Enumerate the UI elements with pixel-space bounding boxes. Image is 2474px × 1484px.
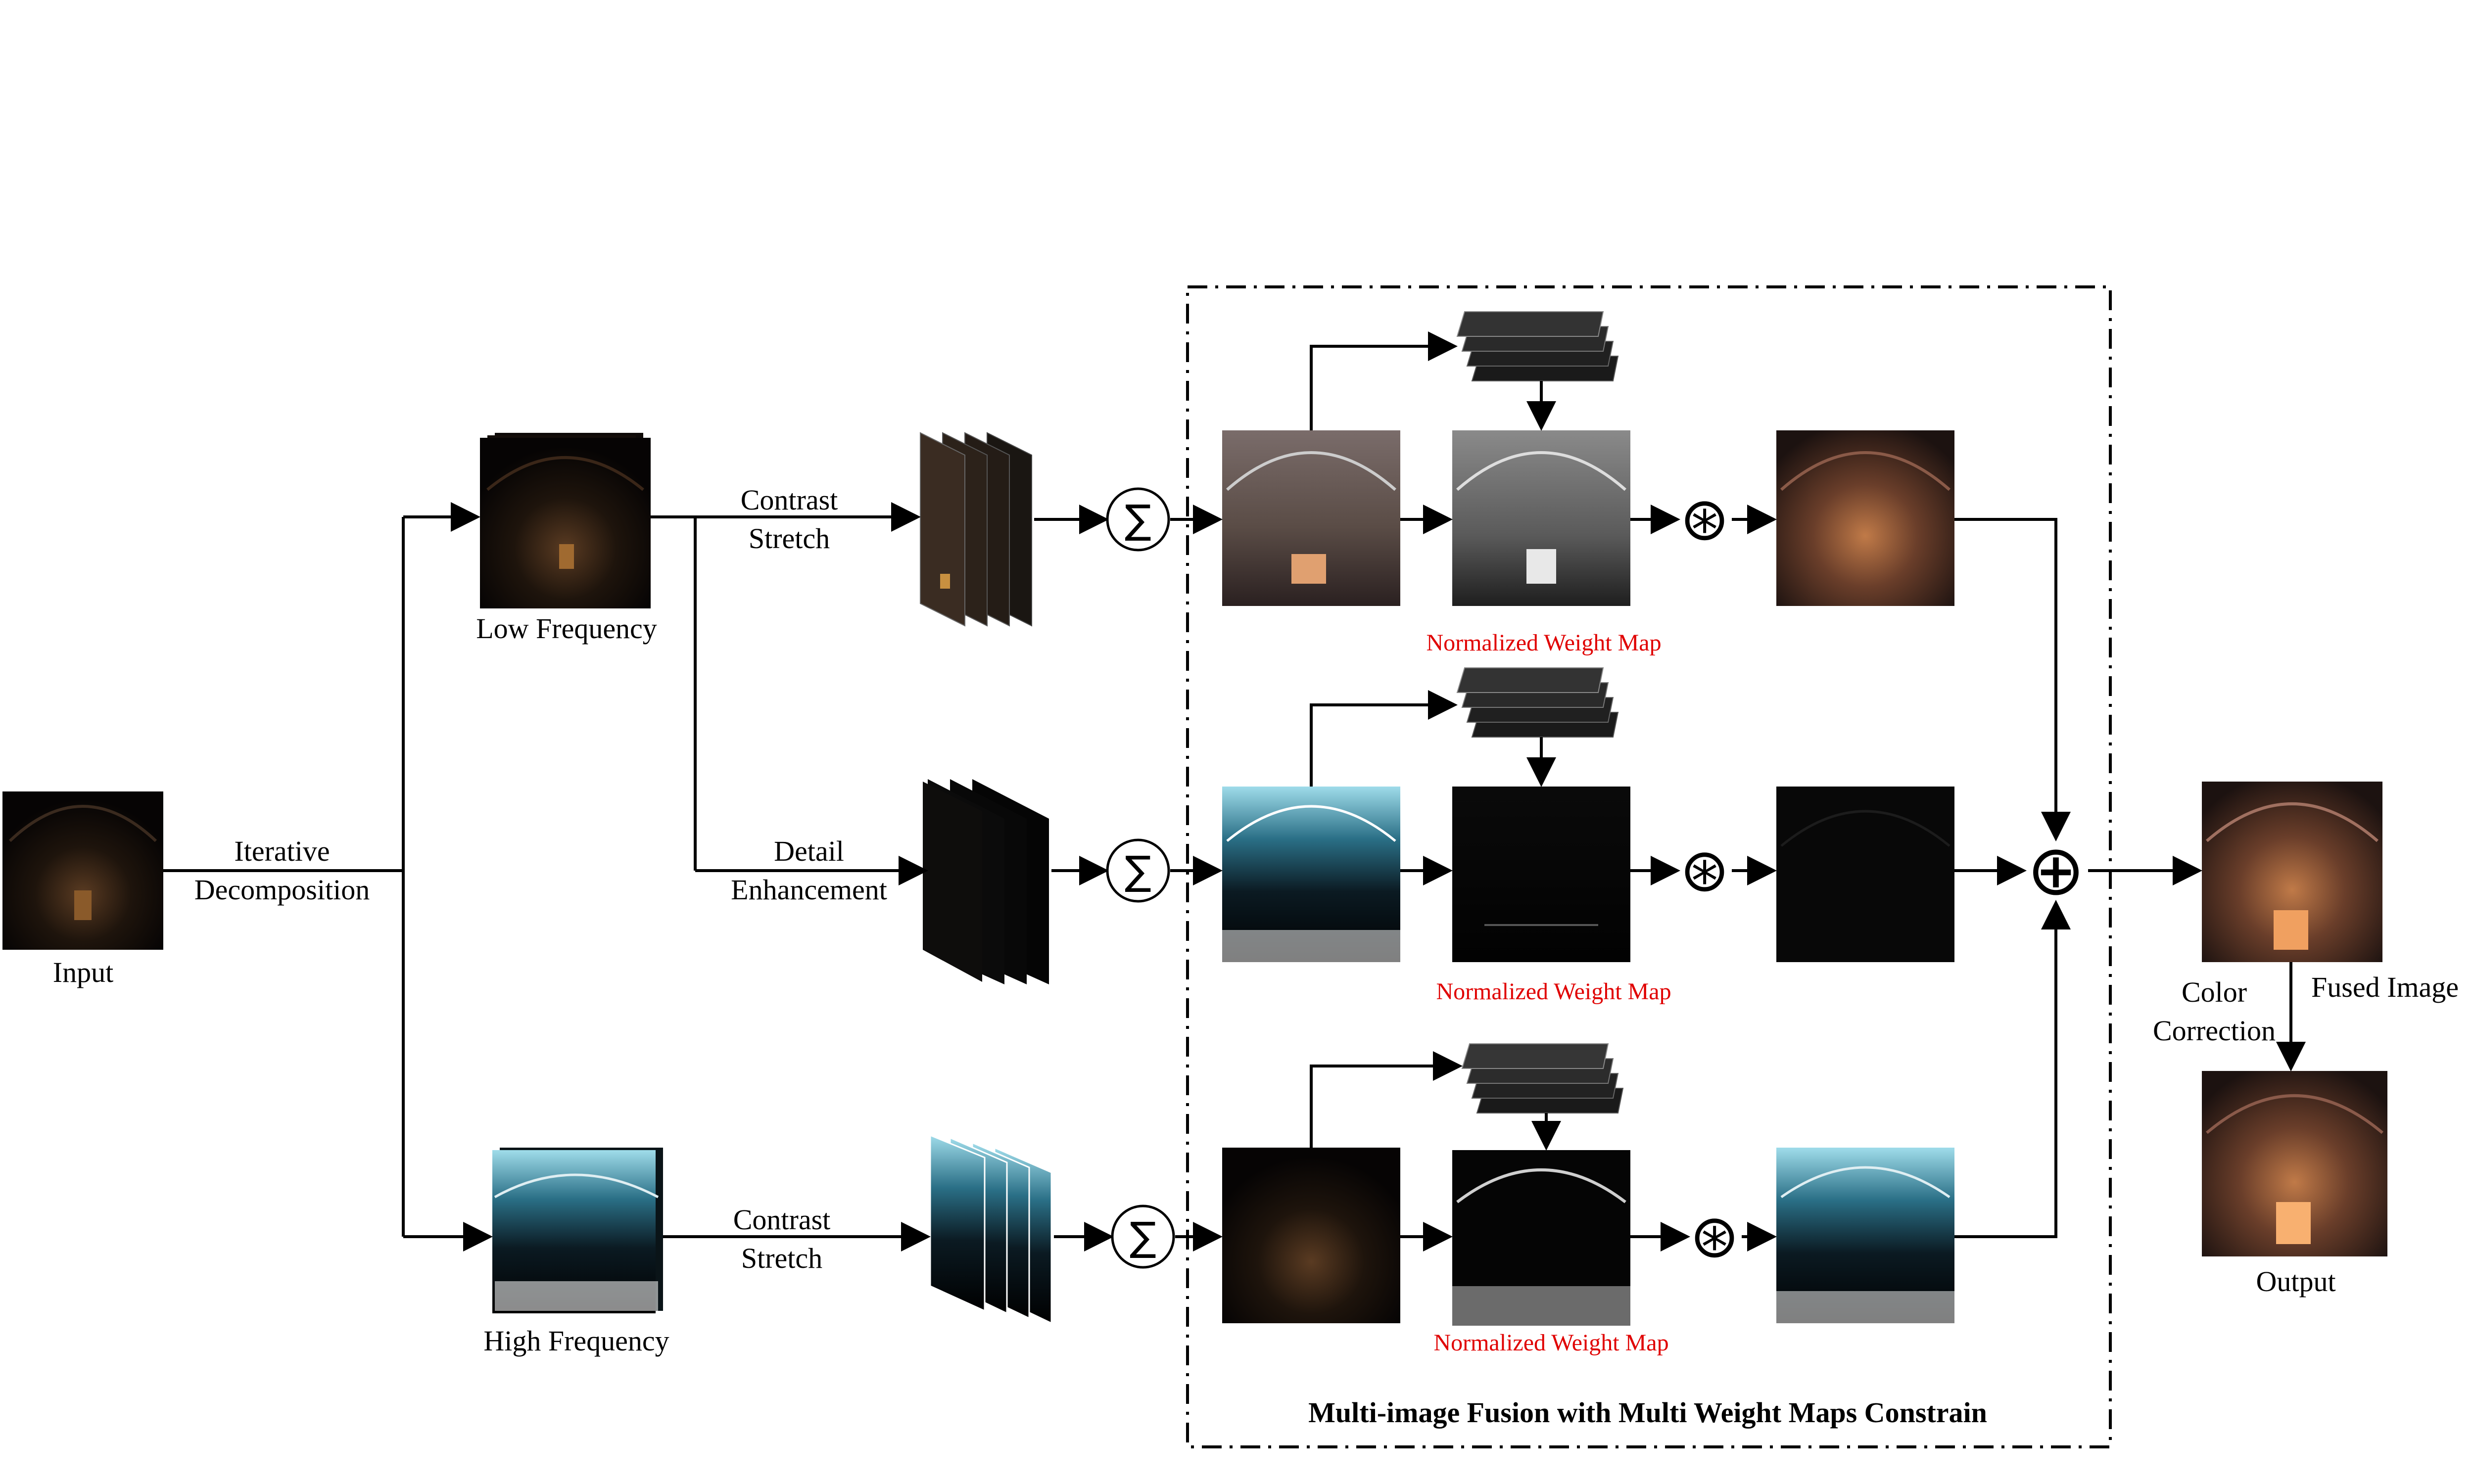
weight-map-label-3: Normalized Weight Map	[1433, 1330, 1668, 1356]
row1-weight-map	[1452, 430, 1630, 606]
row1-weighted-result	[1776, 430, 1954, 606]
row1-result-to-plus	[1954, 518, 2071, 841]
high-frequency-label: High Frequency	[483, 1325, 669, 1357]
contrast-stretch-stack-bottom	[929, 1134, 1052, 1325]
input-image	[2, 791, 163, 950]
row3-weight-map	[1452, 1150, 1630, 1326]
low-frequency-label: Low Frequency	[476, 612, 657, 645]
convolve-operator-row3: ⊛	[1690, 1203, 1740, 1271]
contrast-label-top: Contrast	[741, 484, 838, 516]
plus-operator: ⊕	[2027, 831, 2085, 911]
row3-result-to-plus	[1954, 900, 2071, 1238]
contrast-stretch-stack-top	[920, 432, 1032, 627]
output-label: Output	[2256, 1265, 2335, 1298]
svg-text:∑: ∑	[1125, 497, 1151, 543]
row1-branch-to-stack	[1310, 331, 1458, 430]
svg-text:∑: ∑	[1125, 848, 1151, 894]
enhancement-label: Enhancement	[731, 874, 887, 906]
stretch-label-top: Stretch	[749, 522, 830, 555]
sum-operator-row1: ∑	[1106, 487, 1170, 552]
convolve-operator-row2: ⊛	[1680, 836, 1730, 905]
iterative-label: Iterative	[234, 835, 330, 867]
weight-map-label-1: Normalized Weight Map	[1426, 630, 1661, 656]
svg-text:⊛: ⊛	[1690, 1203, 1740, 1271]
decomposition-label: Decomposition	[194, 874, 370, 906]
row1-weight-stack	[1456, 311, 1619, 381]
row1-sum-image	[1222, 430, 1400, 606]
row2-weight-map	[1452, 787, 1630, 962]
svg-text:∑: ∑	[1130, 1214, 1156, 1260]
fused-image	[2202, 782, 2382, 962]
color-label: Color	[2182, 976, 2247, 1008]
stretch-label-bottom: Stretch	[741, 1242, 822, 1274]
output-image	[2202, 1071, 2387, 1256]
row3-branch-to-stack	[1310, 1051, 1463, 1148]
row3-weight-stack	[1461, 1043, 1624, 1113]
row3-sum-image	[1222, 1148, 1400, 1323]
high-frequency-image-stack	[492, 1148, 663, 1313]
fused-image-label: Fused Image	[2311, 971, 2459, 1003]
sum-operator-row3: ∑	[1111, 1205, 1175, 1269]
row2-weighted-result	[1776, 787, 1954, 962]
input-label: Input	[53, 956, 113, 988]
correction-label: Correction	[2153, 1015, 2276, 1047]
row2-branch-to-stack	[1310, 690, 1458, 787]
contrast-label-bottom: Contrast	[733, 1204, 831, 1236]
detail-enhancement-stack	[923, 779, 1049, 984]
svg-text:⊛: ⊛	[1680, 836, 1730, 905]
low-frequency-image-stack	[480, 433, 651, 608]
fusion-title: Multi-image Fusion with Multi Weight Map…	[1308, 1396, 1987, 1429]
row3-weighted-result	[1776, 1148, 1954, 1323]
weight-map-label-2: Normalized Weight Map	[1436, 978, 1671, 1005]
detail-label: Detail	[774, 835, 844, 867]
svg-text:⊛: ⊛	[1680, 485, 1730, 554]
svg-text:⊕: ⊕	[2027, 831, 2085, 911]
row2-sum-image	[1222, 787, 1400, 962]
row2-weight-stack	[1456, 667, 1619, 738]
sum-operator-row2: ∑	[1106, 838, 1170, 903]
convolve-operator-row1: ⊛	[1680, 485, 1730, 554]
